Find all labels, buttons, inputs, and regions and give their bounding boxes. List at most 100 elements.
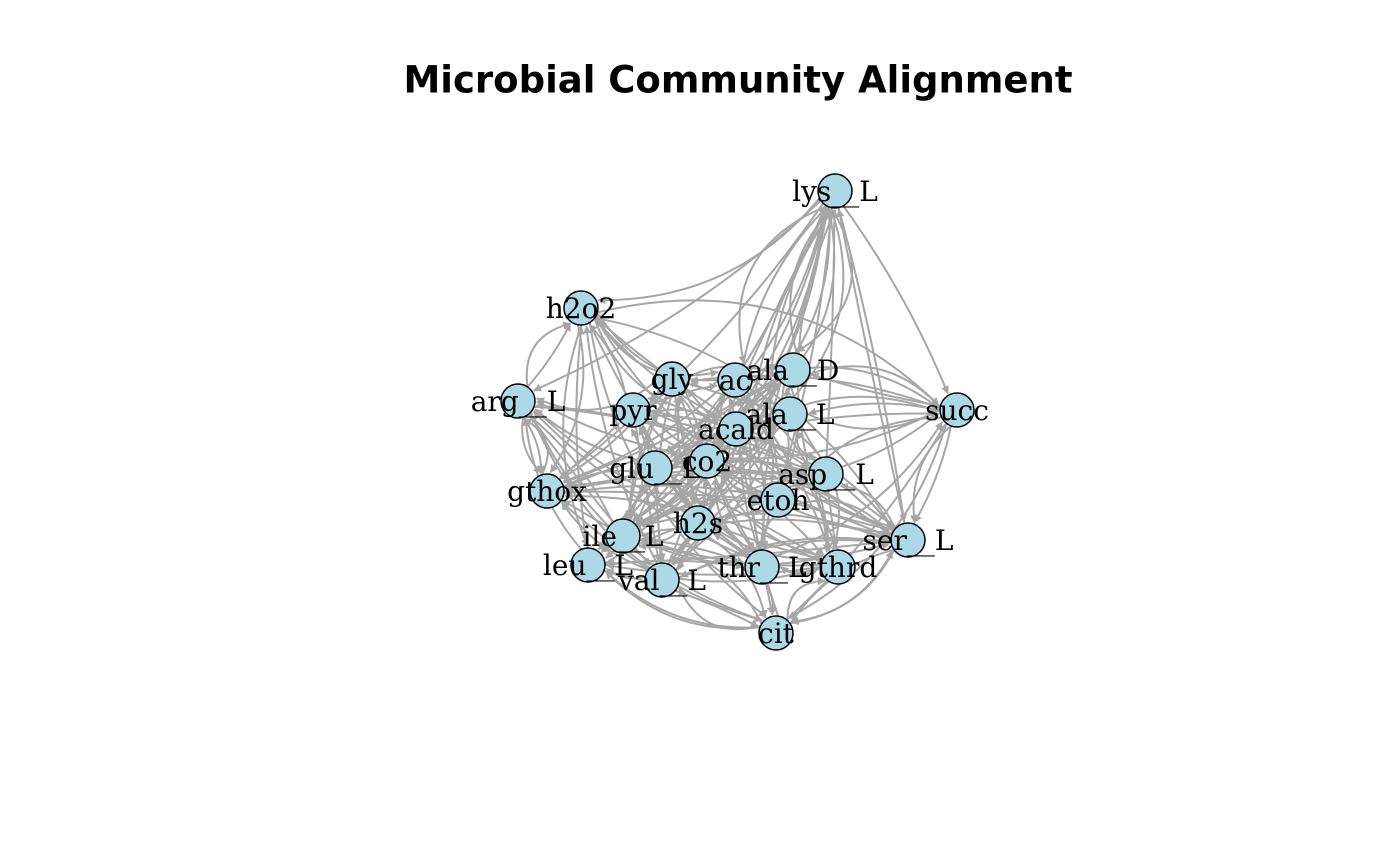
node-pyr: pyr (609, 392, 657, 428)
edge-ser__L-to-asp__L-212 (840, 482, 896, 530)
edge-thr__L-to-succ-144 (774, 421, 944, 558)
edge-gthox-to-etoh-128 (563, 490, 760, 503)
node-label-ac: ac (719, 364, 751, 397)
edge-ala__D-to-gthox-122 (563, 376, 779, 484)
edge-gthrd-to-glu__L-82 (670, 476, 824, 561)
edge-h2o2-to-gthox-119 (549, 324, 585, 473)
edge-succ-to-arg__L-138 (536, 400, 941, 460)
node-circle-gthrd (820, 549, 856, 585)
edge-succ-to-ser__L-211 (909, 425, 952, 523)
node-circle-gthox (529, 473, 565, 509)
edge-etoh-to-ser__L-155 (793, 499, 891, 536)
node-circle-asp__L (808, 456, 844, 492)
node-label-ala__L: ala__L (746, 398, 835, 431)
edge-succ-to-ser__L-143 (913, 425, 952, 523)
node-gthrd: gthrd (799, 549, 877, 585)
node-circle-ala__D (775, 352, 811, 388)
node-arg__L: arg__L (471, 383, 566, 419)
node-label-asp__L: asp__L (778, 458, 874, 491)
node-label-etoh: etoh (747, 484, 810, 517)
edge-h2s-to-val__L-190 (670, 536, 690, 565)
node-label-gly: gly (651, 363, 694, 396)
edge-asp__L-to-h2o2-89 (596, 317, 813, 466)
node-label-val__L: val__L (617, 564, 706, 597)
node-label-ser__L: ser__L (863, 524, 954, 557)
edge-etoh-to-lys__L-200 (769, 209, 833, 484)
edge-succ-to-cit-163 (787, 422, 948, 620)
node-label-glu__L: glu__L (609, 452, 701, 485)
node-label-h2s: h2s (673, 507, 723, 540)
node-asp__L: asp__L (778, 456, 874, 492)
edge-ala__L-to-succ-203 (806, 409, 939, 430)
node-circle-ile__L (605, 518, 641, 554)
node-circle-arg__L (500, 383, 536, 419)
node-succ: succ (925, 392, 989, 428)
edge-pyr-to-ac-21 (648, 382, 718, 407)
edge-val__L-to-gthrd-192 (678, 566, 820, 583)
node-ala__L: ala__L (746, 396, 835, 432)
node-label-acald: acald (698, 413, 774, 446)
edge-gthrd-to-ile__L-84 (641, 537, 822, 567)
edge-val__L-to-glu__L-186 (652, 486, 662, 564)
edge-asp__L-to-val__L-187 (677, 482, 812, 571)
edge-ser__L-to-gly-148 (686, 389, 895, 532)
node-label-lys__L: lys__L (792, 175, 878, 208)
node-circle-succ (939, 392, 975, 428)
edge-cit-to-ile__L-205 (638, 542, 763, 625)
edge-h2o2-to-succ-134 (597, 299, 940, 406)
edge-pyr-to-h2o2-87 (588, 324, 627, 396)
edge-lys__L-to-ac-197 (738, 205, 828, 364)
edge-gthox-to-arg__L-210 (523, 418, 549, 476)
node-label-gthox: gthox (507, 475, 587, 508)
node-circle-glu__L (637, 450, 673, 486)
node-circle-cit (758, 615, 794, 651)
node-circle-ac (717, 362, 753, 398)
node-ile__L: ile__L (582, 518, 664, 554)
node-ser__L: ser__L (863, 522, 954, 558)
edge-lys__L-to-ala__D-196 (796, 207, 853, 353)
node-h2s: h2s (673, 505, 723, 541)
node-glu__L: glu__L (609, 450, 701, 486)
edge-cit-to-ser__L-207 (789, 550, 894, 625)
node-label-cit: cit (758, 617, 795, 650)
edge-arg__L-to-h2o2-86 (526, 322, 572, 388)
edges-layer (521, 197, 952, 631)
edge-h2o2-to-acald-195 (593, 318, 722, 421)
edge-ser__L-to-val__L-191 (680, 536, 892, 578)
edge-glu__L-to-pyr-38 (638, 427, 650, 453)
edge-gthrd-to-arg__L-115 (534, 408, 824, 561)
edge-arg__L-to-gthox-123 (521, 417, 542, 474)
node-circle-h2o2 (563, 290, 599, 326)
node-cit: cit (758, 615, 795, 651)
edge-cit-to-leu__L-178 (605, 570, 761, 629)
node-label-succ: succ (925, 394, 989, 427)
node-val__L: val__L (617, 562, 706, 598)
edge-lys__L-to-succ-133 (842, 205, 949, 395)
edge-val__L-to-gthox-188 (561, 501, 649, 571)
edge-lys__L-to-glu__L-99 (664, 205, 827, 453)
edge-gthrd-to-co2-83 (720, 472, 825, 558)
node-label-arg__L: arg__L (471, 385, 566, 418)
node-circle-leu__L (570, 547, 606, 583)
node-gly: gly (651, 361, 694, 397)
edge-succ-to-ala__D-137 (810, 372, 941, 407)
node-lys__L: lys__L (792, 173, 878, 209)
edge-arg__L-to-h2o2-209 (525, 321, 572, 388)
node-circle-ala__L (772, 396, 808, 432)
edge-ala__D-to-succ-201 (809, 365, 940, 407)
node-circle-thr__L (744, 549, 780, 585)
node-circle-val__L (644, 562, 680, 598)
node-label-ala__D: ala__D (747, 354, 840, 387)
node-circle-etoh (760, 482, 796, 518)
node-gthox: gthox (507, 473, 587, 509)
node-circle-h2s (680, 505, 716, 541)
node-ala__D: ala__D (747, 352, 840, 388)
edge-h2o2-to-ac-194 (595, 314, 719, 378)
node-label-co2: co2 (682, 445, 732, 478)
node-acald: acald (698, 411, 774, 447)
node-circle-co2 (689, 443, 725, 479)
node-label-thr__L: thr__L (717, 551, 806, 584)
node-label-ile__L: ile__L (582, 520, 663, 553)
